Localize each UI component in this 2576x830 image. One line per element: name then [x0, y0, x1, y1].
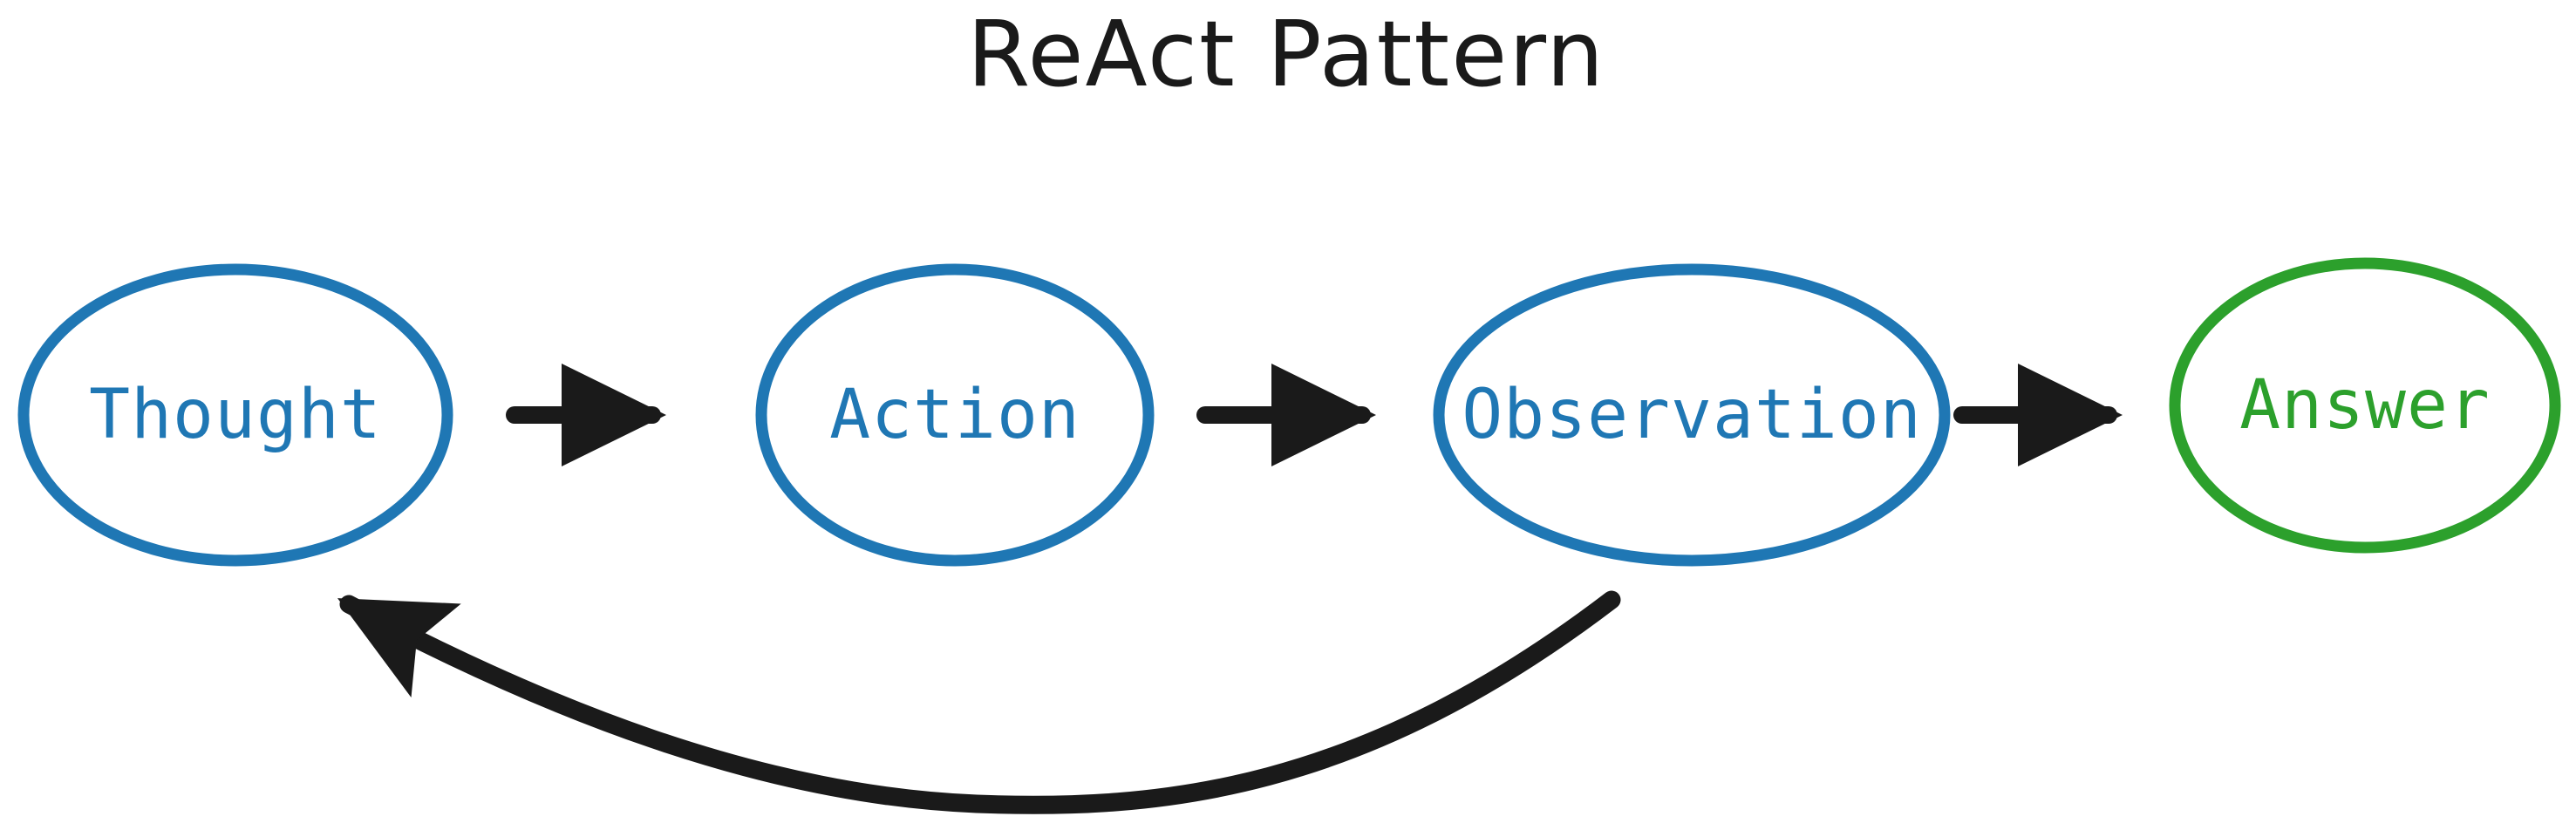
arrow-observation-to-thought-feedback: [337, 590, 1621, 814]
node-answer-label: Answer: [2239, 366, 2491, 445]
node-answer[interactable]: Answer: [2169, 257, 2561, 554]
node-observation[interactable]: Observation: [1433, 263, 1951, 567]
node-answer-ellipse[interactable]: [2169, 257, 2561, 554]
node-thought-label: Thought: [89, 376, 382, 454]
node-observation-label: Observation: [1462, 376, 1922, 454]
node-action-label: Action: [829, 376, 1080, 454]
page-title: ReAct Pattern: [967, 1, 1605, 107]
node-observation-ellipse[interactable]: [1433, 263, 1951, 567]
node-action[interactable]: Action: [755, 263, 1155, 567]
node-thought-ellipse[interactable]: [17, 263, 453, 567]
node-thought[interactable]: Thought: [17, 263, 453, 567]
node-action-ellipse[interactable]: [755, 263, 1155, 567]
